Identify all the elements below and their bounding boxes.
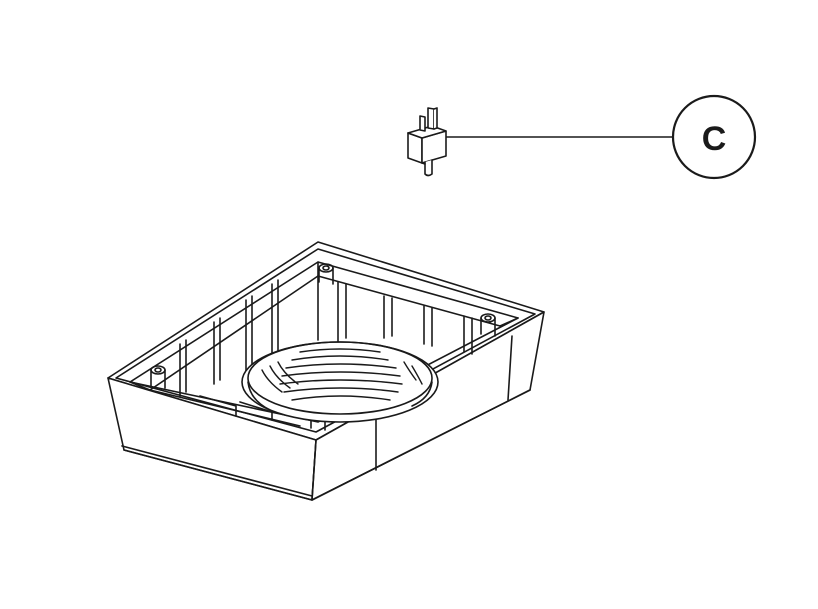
callout-label-c: C bbox=[702, 120, 727, 158]
connector-part bbox=[407, 107, 447, 177]
base-tray-part bbox=[107, 241, 545, 501]
callout-c: C bbox=[671, 94, 757, 180]
callout-circle bbox=[671, 94, 757, 180]
